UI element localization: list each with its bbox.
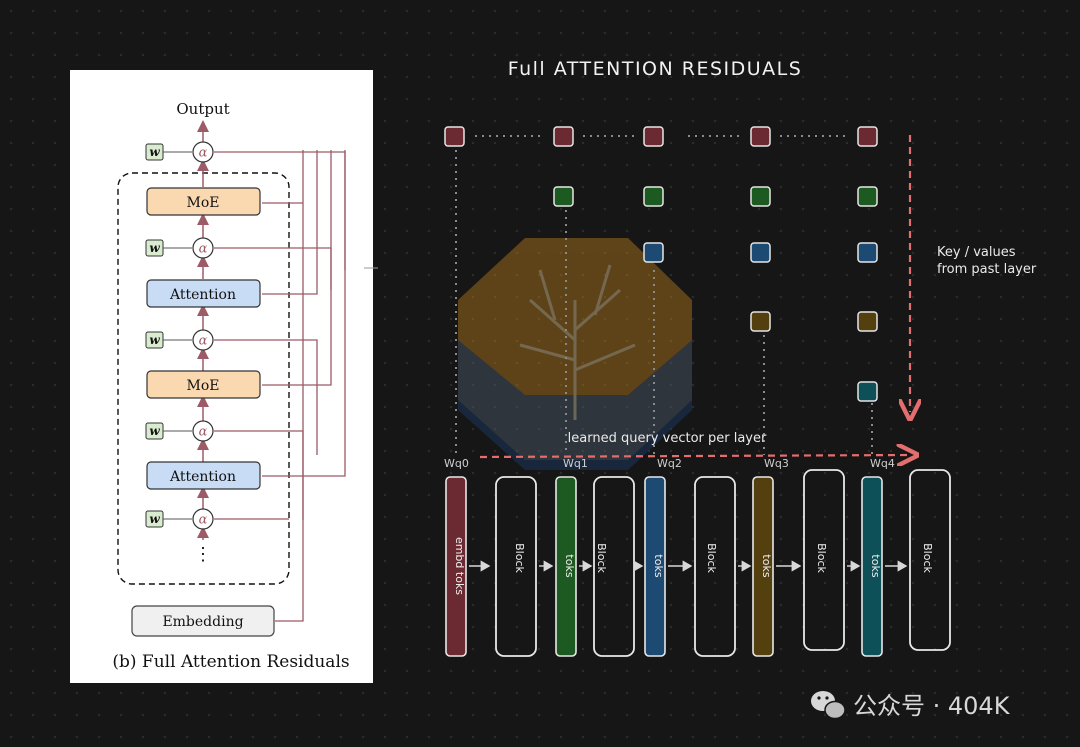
weight-symbol: w: [149, 512, 160, 526]
wechat-watermark: 公众号 · 404K: [811, 691, 1011, 720]
kv-annotation-line1: Key / values: [937, 245, 1016, 260]
token-column: toks: [644, 476, 666, 657]
block-label: Block: [705, 543, 718, 573]
moe-block-label: MoE: [187, 378, 220, 394]
kv-square: [857, 311, 878, 332]
attention-block: Attention: [146, 461, 261, 490]
query-annotation: learned query vector per layer: [568, 431, 767, 446]
hand-diagram: Full ATTENTION RESIDUALS K: [444, 58, 1037, 657]
kv-square: [643, 186, 664, 207]
kv-square: [553, 186, 574, 207]
vertical-dotted-lines: [455, 150, 873, 455]
alpha-symbol: α: [199, 242, 208, 257]
weight-box: w: [145, 143, 164, 161]
weight-box: w: [145, 510, 164, 528]
wq-label: Wq3: [764, 457, 789, 470]
embedding-label: Embedding: [162, 614, 243, 630]
output-label: Output: [176, 100, 229, 118]
token-column: toks: [752, 476, 774, 657]
token-column: embd toks: [445, 476, 467, 657]
token-column: toks: [555, 476, 577, 657]
weight-box: w: [145, 331, 164, 349]
weight-symbol: w: [149, 333, 160, 347]
kv-square: [750, 186, 771, 207]
paper-figure: Output w α: [70, 70, 373, 683]
kv-square: [643, 126, 664, 147]
wq-label: Wq1: [563, 457, 588, 470]
alpha-node: α: [192, 508, 214, 530]
wq-label: Wq4: [870, 457, 895, 470]
diagram-title: Full ATTENTION RESIDUALS: [508, 58, 803, 80]
wechat-icon: [811, 691, 846, 720]
wq-label: Wq0: [444, 457, 469, 470]
weight-symbol: w: [149, 145, 160, 159]
alpha-symbol: α: [199, 146, 208, 161]
kv-square-grid: [444, 126, 878, 402]
alpha-symbol: α: [199, 513, 208, 528]
kv-square: [857, 186, 878, 207]
alpha-node: α: [192, 141, 214, 163]
alpha-node: α: [192, 420, 214, 442]
block-label: Block: [513, 543, 526, 573]
block-label: Block: [815, 543, 828, 573]
transformer-block: Block: [909, 469, 951, 651]
alpha-node: α: [192, 237, 214, 259]
weight-box: w: [145, 239, 164, 257]
token-column: toks: [861, 476, 883, 657]
attention-block: Attention: [146, 279, 261, 308]
weight-box: w: [145, 422, 164, 440]
figure-caption: (b) Full Attention Residuals: [112, 652, 349, 672]
weight-symbol: w: [149, 241, 160, 255]
token-column-label: toks: [760, 554, 773, 577]
token-column-label: embd toks: [453, 537, 466, 595]
wq-label: Wq2: [657, 457, 682, 470]
transformer-block: Block: [694, 476, 736, 657]
transformer-block: Block: [495, 476, 537, 657]
ellipsis: ⋮: [194, 544, 212, 565]
watermark-logo: [458, 238, 692, 470]
kv-square: [750, 311, 771, 332]
attention-block-label: Attention: [169, 287, 236, 303]
embedding-block: Embedding: [131, 605, 275, 637]
token-column-label: toks: [652, 554, 665, 577]
kv-square: [750, 242, 771, 263]
token-column-label: toks: [869, 554, 882, 577]
moe-block-label: MoE: [187, 195, 220, 211]
residual-bus: [214, 150, 346, 622]
alpha-node: α: [192, 329, 214, 351]
weight-symbol: w: [149, 424, 160, 438]
kv-square: [553, 126, 574, 147]
moe-block: MoE: [146, 187, 261, 216]
kv-square: [857, 242, 878, 263]
alpha-symbol: α: [199, 425, 208, 440]
moe-block: MoE: [146, 370, 261, 399]
kv-square: [750, 126, 771, 147]
token-column-label: toks: [563, 554, 576, 577]
kv-square: [857, 381, 878, 402]
watermark-text: 公众号 · 404K: [853, 692, 1011, 720]
kv-square: [857, 126, 878, 147]
alpha-symbol: α: [199, 334, 208, 349]
block-label: Block: [921, 543, 934, 573]
kv-square: [444, 126, 465, 147]
kv-square: [643, 242, 664, 263]
block-label: Block: [595, 543, 608, 573]
transformer-block: Block: [803, 469, 845, 651]
transformer-block: Block: [593, 476, 635, 657]
kv-annotation-line2: from past layer: [937, 262, 1037, 277]
attention-block-label: Attention: [169, 469, 236, 485]
